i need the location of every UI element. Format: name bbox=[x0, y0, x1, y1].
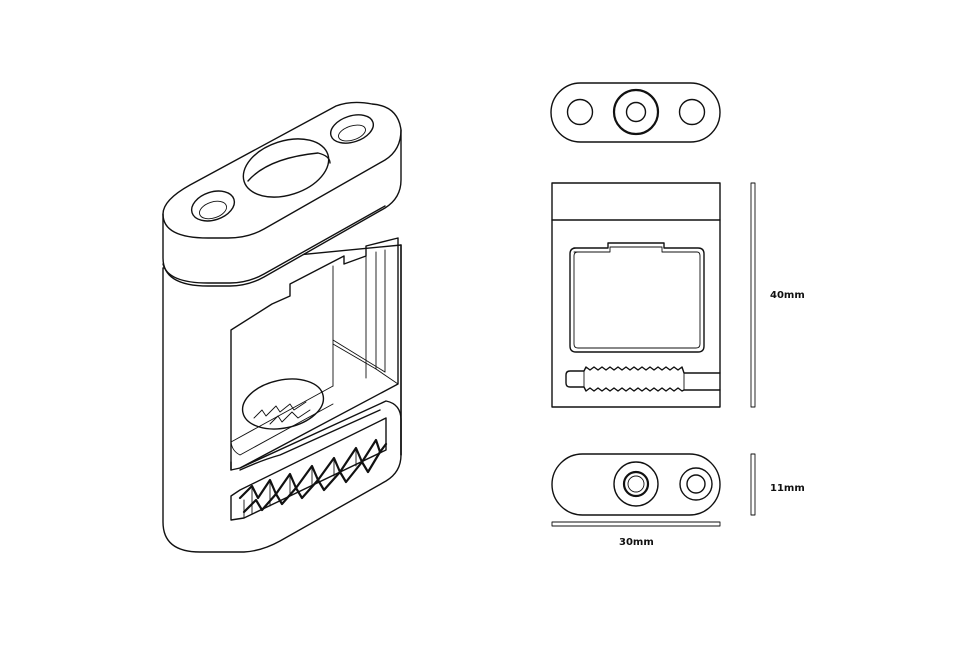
dimension-width-label: 30mm bbox=[619, 537, 654, 548]
bottom-view bbox=[551, 453, 721, 516]
iso-bore-hole bbox=[241, 378, 325, 430]
dimension-height: 40mm bbox=[750, 182, 805, 408]
front-view-toothed-slot bbox=[565, 366, 721, 392]
bottom-view-hole-right bbox=[679, 467, 713, 501]
dimension-depth: 11mm bbox=[750, 453, 805, 516]
iso-body-outline bbox=[162, 244, 402, 553]
dimension-depth-label: 11mm bbox=[770, 483, 805, 494]
front-view-window bbox=[569, 242, 705, 353]
iso-top-cap bbox=[162, 101, 402, 287]
iso-small-hole-left bbox=[190, 190, 236, 222]
top-view-hole-center bbox=[612, 88, 660, 136]
front-view bbox=[551, 182, 721, 408]
top-view-hole-right bbox=[678, 98, 706, 126]
iso-small-hole-right bbox=[329, 114, 375, 144]
top-view-hole-left bbox=[566, 98, 594, 126]
isometric-view bbox=[162, 101, 402, 553]
dimension-height-label: 40mm bbox=[770, 290, 805, 301]
bottom-view-hole-center bbox=[613, 461, 659, 507]
dimension-width: 30mm bbox=[551, 521, 721, 548]
iso-center-hole bbox=[242, 138, 330, 198]
iso-toothed-slot bbox=[230, 417, 388, 521]
top-view bbox=[550, 82, 721, 143]
iso-window bbox=[230, 237, 399, 471]
